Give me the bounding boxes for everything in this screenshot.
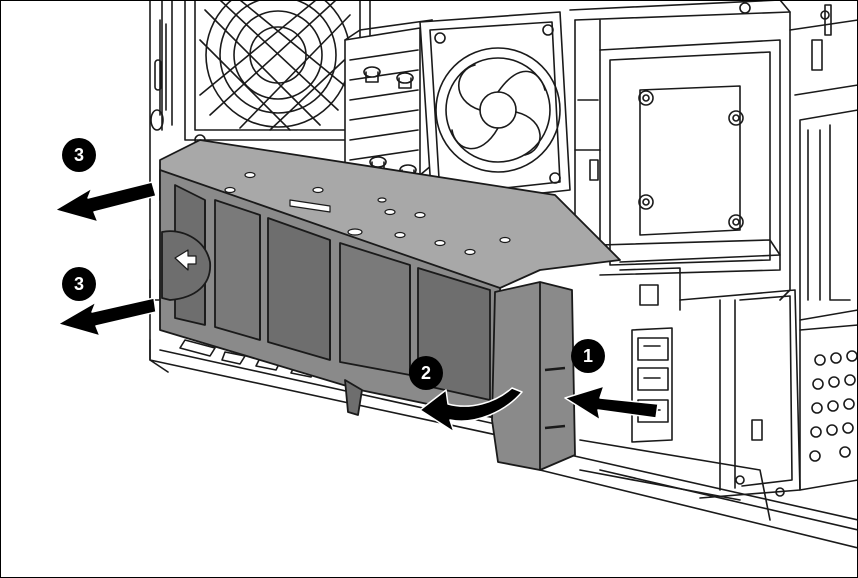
air-baffle	[159, 139, 621, 471]
step-3a-label: 3	[73, 145, 84, 165]
step-1-label: 1	[582, 346, 593, 366]
arrows	[54, 181, 659, 433]
badge-step-3b	[62, 267, 96, 301]
badge-step-1	[571, 339, 605, 373]
drive-cage	[569, 0, 791, 301]
badge-step-2	[409, 356, 443, 390]
baffle-release-tab	[491, 281, 576, 471]
vent-holes	[809, 350, 858, 462]
arrow-3-upper	[54, 181, 157, 223]
baffle-slots	[224, 171, 511, 256]
expansion-area	[579, 267, 801, 521]
arrow-3-lower	[57, 297, 157, 337]
arrow-1	[564, 385, 659, 421]
step-3b-label: 3	[73, 274, 84, 294]
step-badges	[62, 138, 605, 390]
step-2-label: 2	[420, 363, 431, 383]
processor-fan	[419, 11, 571, 206]
badge-step-3a	[62, 138, 96, 172]
arrow-2-curved	[419, 387, 523, 433]
